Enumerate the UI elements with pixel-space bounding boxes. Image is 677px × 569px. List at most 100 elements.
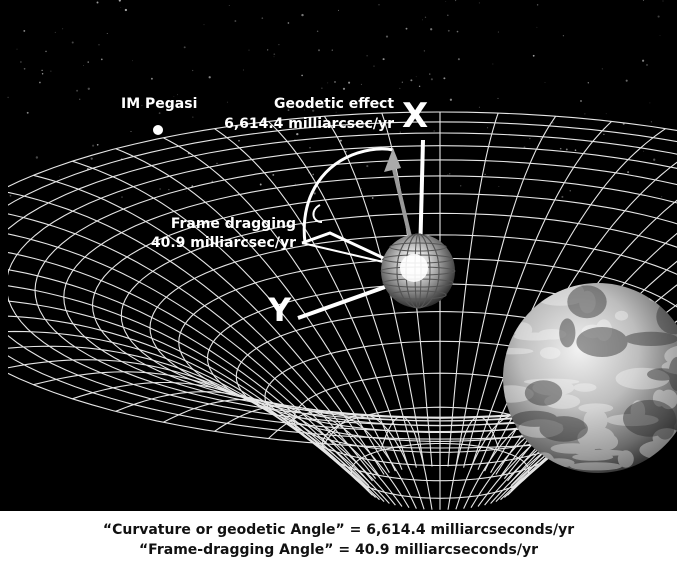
star: [565, 148, 568, 151]
star: [118, 0, 121, 2]
earth-cloud: [572, 453, 614, 461]
star: [309, 147, 311, 149]
star: [183, 46, 186, 49]
star: [168, 189, 170, 191]
star: [294, 183, 296, 185]
star: [569, 190, 571, 192]
earth-land: [559, 318, 576, 348]
star: [173, 96, 175, 97]
star: [366, 165, 369, 168]
star: [661, 196, 663, 198]
star: [278, 43, 280, 46]
star: [447, 174, 449, 176]
star: [20, 61, 22, 63]
gyroscope-parallel: [389, 290, 447, 300]
star: [540, 138, 541, 139]
gyroscope-parallel: [389, 242, 447, 252]
star: [234, 20, 237, 22]
axis-y-label: Y: [268, 291, 292, 329]
grid-spoke: [72, 160, 390, 473]
earth-cloud: [503, 348, 534, 355]
grid-spoke: [8, 300, 370, 491]
star: [562, 35, 565, 37]
star: [382, 58, 385, 61]
star: [79, 98, 81, 100]
star: [186, 190, 187, 192]
star: [424, 16, 427, 18]
star: [337, 9, 340, 11]
star: [627, 171, 630, 174]
star: [544, 82, 546, 83]
star: [529, 138, 531, 140]
earth-land: [567, 285, 607, 319]
earth-land: [647, 368, 677, 381]
earth-cloud: [538, 329, 567, 340]
star: [399, 87, 401, 89]
star: [301, 74, 303, 77]
star: [38, 81, 41, 84]
grid-spoke: [8, 233, 373, 482]
star: [460, 185, 462, 187]
star: [203, 24, 205, 26]
grid-spoke: [8, 315, 371, 494]
star: [273, 56, 275, 58]
star: [342, 87, 346, 90]
earth-cloud: [579, 290, 596, 314]
earth-cloud: [513, 322, 533, 338]
grid-spoke: [8, 191, 380, 477]
frame-dragging-title: Frame dragging: [170, 216, 296, 232]
earth-land: [623, 399, 676, 437]
star: [50, 70, 52, 72]
star: [659, 35, 661, 36]
grid-spoke: [463, 121, 613, 468]
star: [130, 130, 132, 133]
star: [45, 50, 47, 53]
star: [304, 109, 305, 111]
star: [158, 112, 161, 114]
star: [177, 94, 178, 96]
star: [335, 111, 337, 113]
star: [296, 132, 299, 136]
star: [304, 100, 305, 102]
frame-dragging-tick: [301, 242, 393, 265]
grid-spoke: [447, 112, 499, 467]
star: [478, 106, 480, 108]
caption-geodetic: “Curvature or geodetic Angle” = 6,614.4 …: [102, 522, 575, 538]
star: [327, 82, 329, 84]
earth-cloud: [543, 458, 575, 468]
star: [418, 85, 421, 88]
star: [662, 0, 664, 2]
earth-land: [655, 416, 675, 440]
star: [287, 109, 290, 111]
star: [601, 68, 603, 70]
grid-spoke: [455, 115, 557, 467]
earth-cloud: [659, 389, 677, 410]
star: [410, 79, 413, 82]
grid-spoke: [8, 213, 377, 479]
earth-cloud: [595, 433, 619, 451]
star: [399, 131, 402, 133]
grid-spoke: [323, 115, 425, 467]
star: [366, 55, 368, 57]
star: [360, 188, 362, 189]
star: [228, 5, 230, 6]
star: [339, 139, 342, 142]
star: [287, 22, 290, 24]
star: [487, 127, 489, 129]
star: [120, 7, 122, 8]
earth-land: [576, 327, 628, 357]
star: [456, 30, 459, 33]
star: [646, 64, 648, 66]
grid-spoke: [8, 330, 373, 496]
star: [433, 130, 435, 132]
earth-cloud: [578, 403, 614, 413]
earth-cloud: [544, 394, 581, 409]
earth-cloud: [652, 389, 667, 407]
earth: [503, 283, 677, 473]
star: [643, 150, 645, 152]
grid-spoke: [115, 148, 396, 472]
star: [642, 0, 645, 1]
star: [87, 87, 90, 90]
star: [242, 69, 244, 71]
star: [443, 77, 446, 80]
